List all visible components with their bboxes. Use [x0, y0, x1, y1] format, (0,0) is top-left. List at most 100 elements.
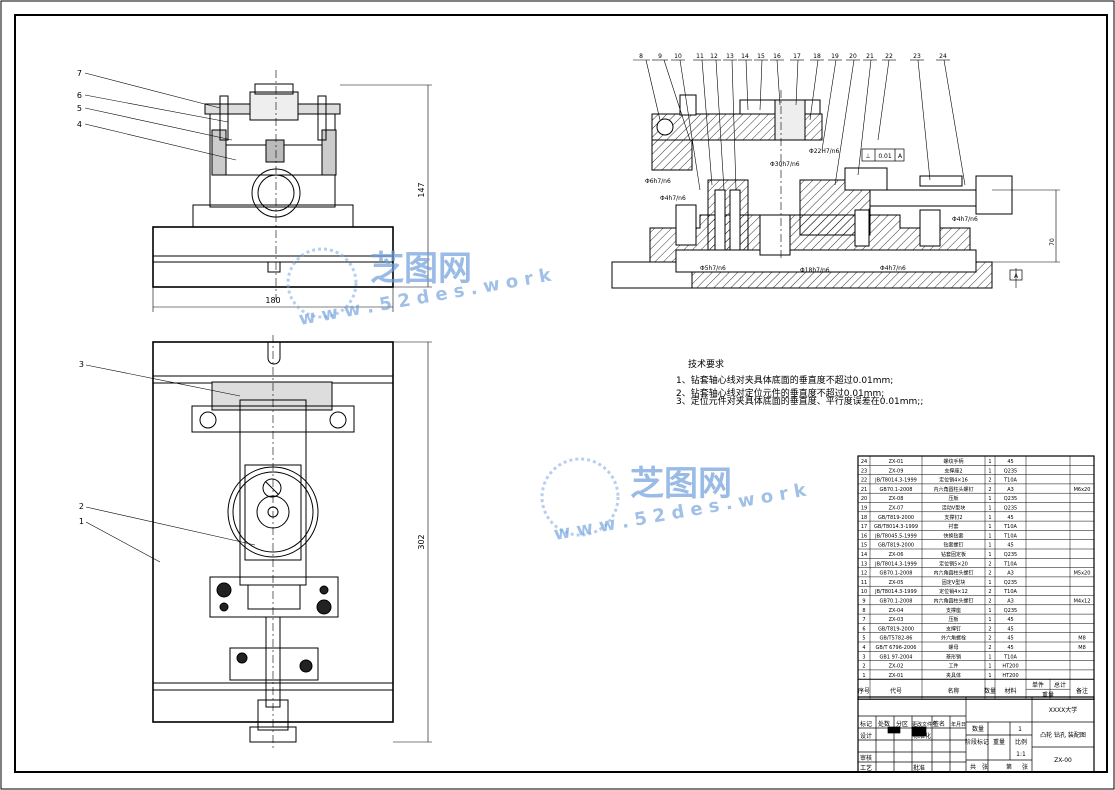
scale-value: 1:1: [1016, 751, 1026, 758]
bom-header-seq: 序号: [858, 687, 870, 695]
bom-seq: 5: [862, 636, 865, 642]
bom-name: 钻套固定板: [941, 551, 966, 558]
callout-3: 3: [79, 360, 84, 369]
bom-material: T10A: [1003, 533, 1017, 539]
fit-22: Φ22H7/n6: [809, 148, 840, 155]
bom-code: GB/T5782-86: [880, 636, 913, 642]
bom-qty: 2: [988, 636, 991, 642]
bom-seq: 23: [861, 468, 867, 474]
sheet-no: 第: [1006, 763, 1012, 771]
bom-seq: 19: [861, 506, 867, 512]
bom-code: JB/T8014.3-1999: [874, 478, 917, 484]
top-view: [85, 335, 432, 750]
bom-name: 压板: [948, 495, 958, 502]
bom-name: 内六角圆柱头螺钉: [933, 598, 973, 605]
bom-code: ZX-02: [889, 664, 904, 670]
qty-value: 1: [1018, 726, 1022, 733]
tech-req-item-3: 3、定位元件对夹具体底面的垂直度、平行度误差在0.01mm;;: [676, 395, 923, 407]
callout-8: 8: [639, 53, 643, 60]
bom-qty: 1: [988, 506, 991, 512]
bom-name: 内六角圆柱头螺钉: [933, 486, 973, 493]
bom-name: 内六角圆柱头螺钉: [933, 570, 973, 577]
bom-material: T10A: [1003, 589, 1017, 595]
bom-seq: 18: [861, 515, 867, 521]
callout-24: 24: [939, 53, 947, 60]
bom-name: 工件: [948, 663, 958, 670]
sheet-label: 张: [982, 763, 988, 771]
bom-name: 定位销5×20: [939, 560, 968, 567]
bom-remark: M5x20: [1074, 571, 1091, 577]
callout-10: 10: [674, 53, 682, 60]
bom-seq: 21: [861, 487, 867, 493]
callout-13: 13: [726, 53, 734, 60]
bom-name: 螺母: [948, 644, 958, 651]
bom-qty: 1: [988, 459, 991, 465]
bom-material: 45: [1007, 645, 1013, 651]
bom-material: Q235: [1004, 580, 1017, 586]
bom-material: Q235: [1004, 468, 1017, 474]
bom-code: ZX-01: [889, 673, 904, 679]
bom-seq: 7: [862, 617, 865, 623]
bom-code: JB/T8014.3-1999: [874, 561, 917, 567]
mark-label: 标记: [860, 720, 872, 728]
count-label: 处数: [878, 720, 890, 728]
callout-17: 17: [793, 53, 801, 60]
bom-name: 支撑钉2: [944, 514, 962, 521]
bom-code: ZX-08: [889, 496, 904, 502]
tol-symbol: ⊥: [865, 153, 870, 160]
bom-header-total-weight: 总计: [1054, 681, 1066, 689]
bom-material: HT200: [1002, 673, 1018, 679]
bom-name: 定位销4×12: [939, 588, 968, 595]
bom-qty: 1: [988, 543, 991, 549]
bom-material: A3: [1007, 487, 1014, 493]
dim-147: 147: [417, 182, 426, 197]
bom-code: GB/T8014.3-1999: [874, 524, 918, 530]
bom-name: 支撑座: [946, 607, 961, 614]
bom-material: 45: [1007, 543, 1013, 549]
bom-qty: 1: [988, 524, 991, 530]
bom-material: 45: [1007, 459, 1013, 465]
bom-qty: 2: [988, 478, 991, 484]
sign-label: 签名: [933, 720, 945, 728]
tech-req-item-1: 1、钻套轴心线对夹具体底面的垂直度不超过0.01mm;: [676, 374, 893, 386]
review-label: 审核: [860, 754, 872, 762]
bom-code: ZX-05: [889, 580, 904, 586]
bom-name: 活动V型块: [942, 505, 965, 512]
callout-23: 23: [913, 53, 921, 60]
bom-code: ZX-04: [889, 608, 904, 614]
bom-header-weight: 重量: [1042, 691, 1054, 699]
callout-7: 7: [77, 69, 82, 78]
tol-value: 0.01: [878, 153, 892, 160]
bom-material: T10A: [1003, 561, 1017, 567]
callout-2: 2: [79, 502, 84, 511]
callout-5: 5: [77, 104, 82, 113]
bom-material: T10A: [1003, 524, 1017, 530]
datum-a: A: [1014, 273, 1019, 280]
bom-seq: 6: [862, 626, 865, 632]
qty-label: 数量: [972, 725, 984, 733]
watermark-logo: [286, 247, 620, 537]
callout-15: 15: [757, 53, 765, 60]
fit-30: Φ30h7/n6: [770, 161, 800, 168]
bom-seq: 17: [861, 524, 867, 530]
approve-label: 批准: [913, 764, 925, 772]
design-label: 设计: [860, 732, 872, 740]
dim-70: 70: [1049, 238, 1056, 246]
bom-code: GB/T819-2000: [878, 515, 914, 521]
callout-18: 18: [813, 53, 821, 60]
bom-seq: 3: [862, 654, 865, 660]
callout-22: 22: [885, 53, 893, 60]
bom-material: Q235: [1004, 496, 1017, 502]
watermark-brand-2: 芝图网: [630, 464, 732, 504]
bom-code: ZX-06: [889, 552, 904, 558]
bom-qty: 1: [988, 515, 991, 521]
bom-code: GB70.1-2008: [880, 571, 913, 577]
bom-qty: 2: [988, 645, 991, 651]
callout-14: 14: [741, 53, 749, 60]
bom-header-code: 代号: [890, 687, 902, 695]
bom-name: 外六角螺栓: [941, 635, 966, 642]
bom-qty: 1: [988, 617, 991, 623]
callout-6: 6: [77, 91, 82, 100]
bom-header-qty: 数量: [984, 687, 996, 695]
